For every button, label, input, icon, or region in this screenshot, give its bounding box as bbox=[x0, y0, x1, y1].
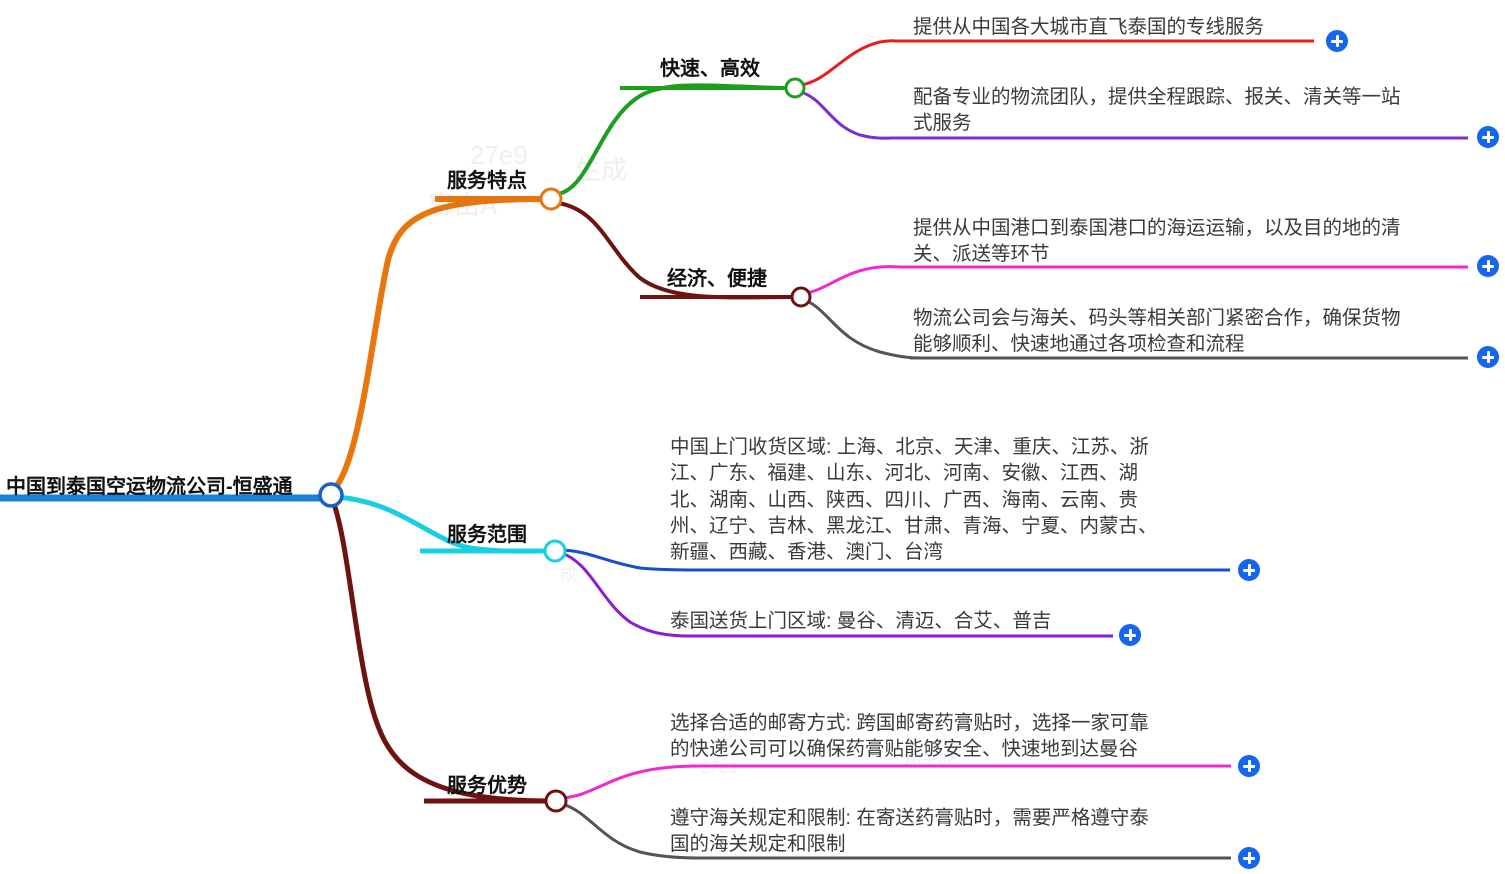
leaf-text-direct-route-service[interactable]: 提供从中国各大城市直飞泰国的专线服务 bbox=[913, 16, 1265, 38]
branch-2-node-circle bbox=[544, 789, 568, 813]
expand-button-professional-logistics-team[interactable] bbox=[1477, 126, 1499, 148]
watermark-text: 成 bbox=[560, 565, 577, 584]
edge-root-to-branch-2 bbox=[331, 501, 554, 804]
edge-root-to-branch-0 bbox=[328, 196, 549, 495]
leaf-text-choose-shipping-method[interactable]: 选择合适的邮寄方式: 跨国邮寄药膏贴时，选择一家可靠 的快递公司可以确保药膏贴能… bbox=[670, 712, 1149, 761]
child-0-1-node-circle bbox=[790, 286, 812, 308]
expand-button-choose-shipping-method[interactable] bbox=[1238, 755, 1260, 777]
edge-child00-to-leaf0 bbox=[799, 39, 899, 87]
edge-child01-to-leaf0 bbox=[805, 265, 902, 295]
edge-child00-to-leaf1 bbox=[799, 90, 899, 140]
child-0-0-node-circle bbox=[784, 77, 806, 99]
root-node-circle bbox=[318, 482, 344, 508]
branch-label-service-scope[interactable]: 服务范围 bbox=[447, 524, 527, 546]
expand-button-thailand-delivery-areas[interactable] bbox=[1119, 624, 1141, 646]
branch-label-service-advantages[interactable]: 服务优势 bbox=[447, 775, 527, 797]
watermark-text: 生成 bbox=[575, 155, 628, 185]
branch-label-service-features[interactable]: 服务特点 bbox=[447, 170, 527, 192]
child-label-economic-convenient[interactable]: 经济、便捷 bbox=[667, 268, 767, 290]
edge-branch0-to-child0 bbox=[556, 83, 792, 196]
child-label-fast-efficient[interactable]: 快速、高效 bbox=[660, 58, 760, 80]
expand-button-direct-route-service[interactable] bbox=[1326, 30, 1348, 52]
leaf-text-sea-freight-port-to-port[interactable]: 提供从中国港口到泰国港口的海运运输，以及目的地的清 关、派送等环节 bbox=[913, 217, 1401, 266]
leaf-text-professional-logistics-team[interactable]: 配备专业的物流团队，提供全程跟踪、报关、清关等一站 式服务 bbox=[913, 86, 1401, 135]
leaf-text-china-pickup-areas[interactable]: 中国上门收货区域: 上海、北京、天津、重庆、江苏、浙 江、广东、福建、山东、河北… bbox=[670, 436, 1158, 564]
branch-1-node-circle bbox=[543, 539, 567, 563]
watermark-text: 27e9 bbox=[470, 140, 528, 170]
edge-child01-to-leaf1 bbox=[805, 299, 922, 360]
leaf-text-comply-customs-rules[interactable]: 遵守海关规定和限制: 在寄送药膏贴时，需要严格遵守泰 国的海关规定和限制 bbox=[670, 807, 1149, 856]
leaf-text-thailand-delivery-areas[interactable]: 泰国送货上门区域: 曼谷、清迈、合艾、普吉 bbox=[670, 610, 1052, 632]
expand-button-customs-cooperation[interactable] bbox=[1477, 346, 1499, 368]
expand-button-sea-freight-port-to-port[interactable] bbox=[1477, 255, 1499, 277]
root-node-label[interactable]: 中国到泰国空运物流公司-恒盛通 bbox=[6, 476, 293, 498]
expand-button-comply-customs-rules[interactable] bbox=[1238, 847, 1260, 869]
edge-branch2-to-leaf0 bbox=[560, 764, 702, 800]
expand-button-china-pickup-areas[interactable] bbox=[1238, 559, 1260, 581]
branch-0-node-circle bbox=[539, 187, 563, 211]
leaf-text-customs-cooperation[interactable]: 物流公司会与海关、码头等相关部门紧密合作，确保货物 能够顺利、快速地通过各项检查… bbox=[913, 307, 1401, 356]
